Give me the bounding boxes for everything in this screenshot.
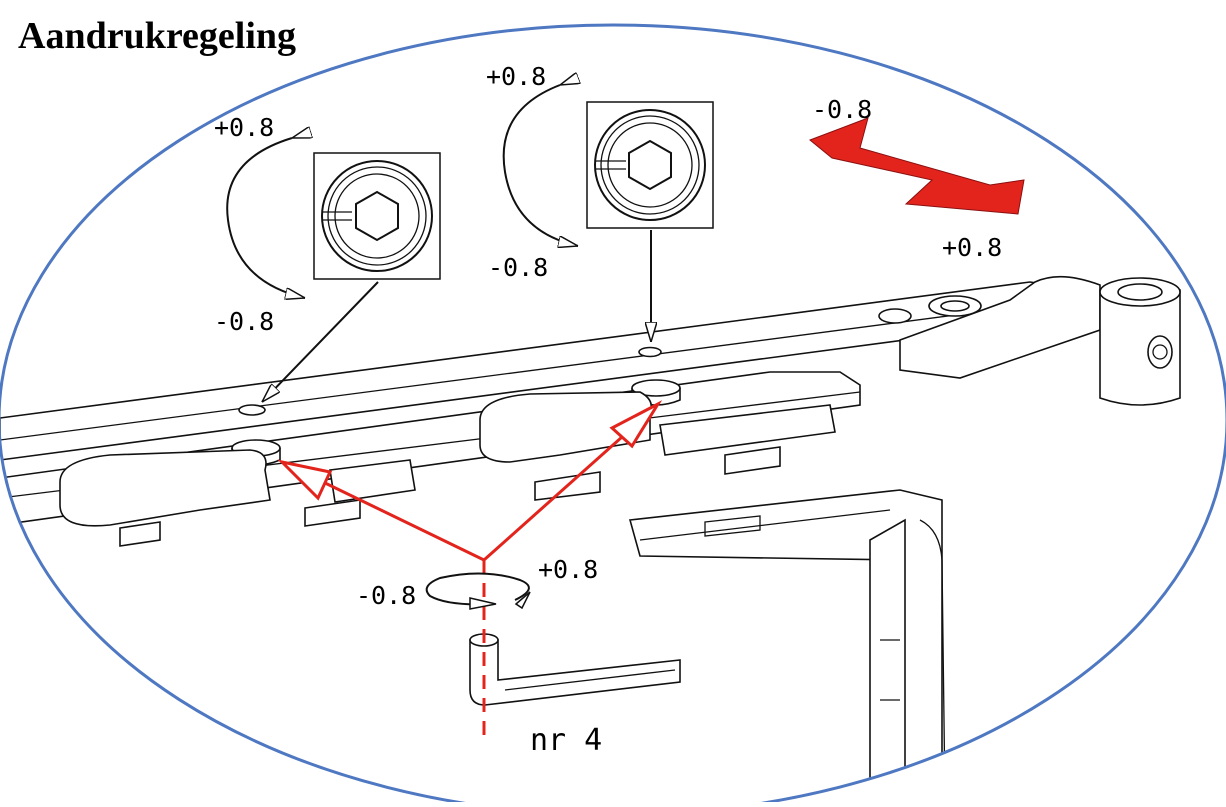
hex-socket-icon bbox=[313, 152, 441, 280]
adjust-hole-left bbox=[238, 404, 266, 416]
label-plus-left: +0.8 bbox=[214, 113, 274, 142]
label-plus-right: +0.8 bbox=[942, 233, 1002, 262]
hex-key-icon bbox=[469, 639, 681, 706]
hardware-drawing bbox=[0, 275, 1181, 801]
page-title: Aandrukregeling bbox=[18, 15, 297, 57]
label-minus-key: -0.8 bbox=[356, 581, 416, 610]
lock-piece-mid bbox=[479, 391, 653, 463]
lock-piece-left bbox=[59, 449, 271, 527]
label-minus-right: -0.8 bbox=[812, 95, 872, 124]
double-arrow-icon bbox=[809, 117, 1025, 215]
label-plus-mid: +0.8 bbox=[486, 62, 546, 91]
adjust-hole-mid bbox=[638, 346, 662, 358]
label-minus-mid: -0.8 bbox=[488, 253, 548, 282]
rotation-arrow-icon bbox=[502, 85, 578, 246]
label-key-size: nr 4 bbox=[530, 723, 602, 758]
hinge-block bbox=[1099, 289, 1181, 406]
hinge-arm bbox=[899, 275, 1101, 379]
detail-oval bbox=[0, 23, 1226, 807]
hex-socket-icon bbox=[586, 101, 714, 229]
rotation-arrow-icon bbox=[425, 572, 530, 606]
red-pointer-lines bbox=[277, 400, 663, 740]
rotation-arrow-icon bbox=[226, 138, 305, 298]
label-plus-key: +0.8 bbox=[538, 555, 598, 584]
label-minus-left: -0.8 bbox=[214, 307, 274, 336]
